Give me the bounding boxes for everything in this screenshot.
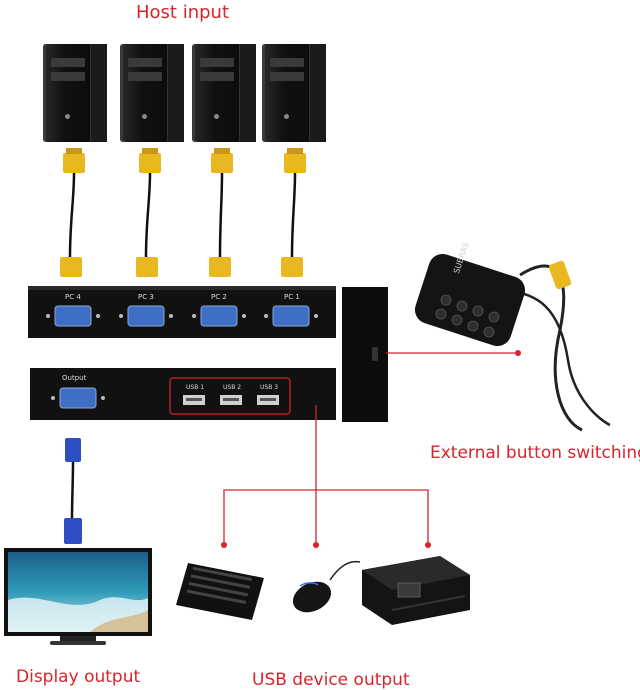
port-label-pc1: PC 1 bbox=[284, 293, 300, 301]
vga-cable-icon bbox=[136, 148, 161, 277]
vga-cable-icon bbox=[209, 148, 233, 277]
display-output-label: Display output bbox=[16, 667, 141, 687]
remote-button-icon bbox=[414, 253, 611, 432]
pc-tower-icon bbox=[120, 44, 184, 142]
pc-tower-icon bbox=[262, 44, 326, 142]
mouse-icon bbox=[292, 560, 361, 613]
host-input-label: Host input bbox=[136, 2, 230, 23]
kvm-switch-front bbox=[28, 286, 336, 338]
port-label-pc3: PC 3 bbox=[138, 293, 154, 301]
vga-cable-icon bbox=[281, 148, 306, 277]
monitor-icon bbox=[4, 548, 152, 645]
usb-output-label: USB device output bbox=[252, 670, 410, 690]
external-switch-label: External button switching bbox=[430, 443, 640, 463]
kvm-switch-side bbox=[342, 287, 388, 422]
vga-cable-icon bbox=[64, 438, 82, 544]
usb-port-label-3: USB 3 bbox=[260, 384, 279, 391]
port-label-pc2: PC 2 bbox=[211, 293, 227, 301]
pc-tower-icon bbox=[192, 44, 256, 142]
printer-icon bbox=[362, 556, 470, 625]
usb-port-label-1: USB 1 bbox=[186, 384, 205, 391]
connection-lines bbox=[223, 352, 518, 545]
kvm-switch-back bbox=[30, 368, 336, 420]
pc-tower-icon bbox=[43, 44, 107, 142]
usb-port-label-2: USB 2 bbox=[223, 384, 242, 391]
output-port-label: Output bbox=[62, 374, 87, 382]
port-label-pc4: PC 4 bbox=[65, 293, 81, 301]
vga-cable-icon bbox=[60, 148, 85, 277]
remote-jack bbox=[372, 347, 378, 361]
keyboard-icon bbox=[176, 563, 264, 620]
